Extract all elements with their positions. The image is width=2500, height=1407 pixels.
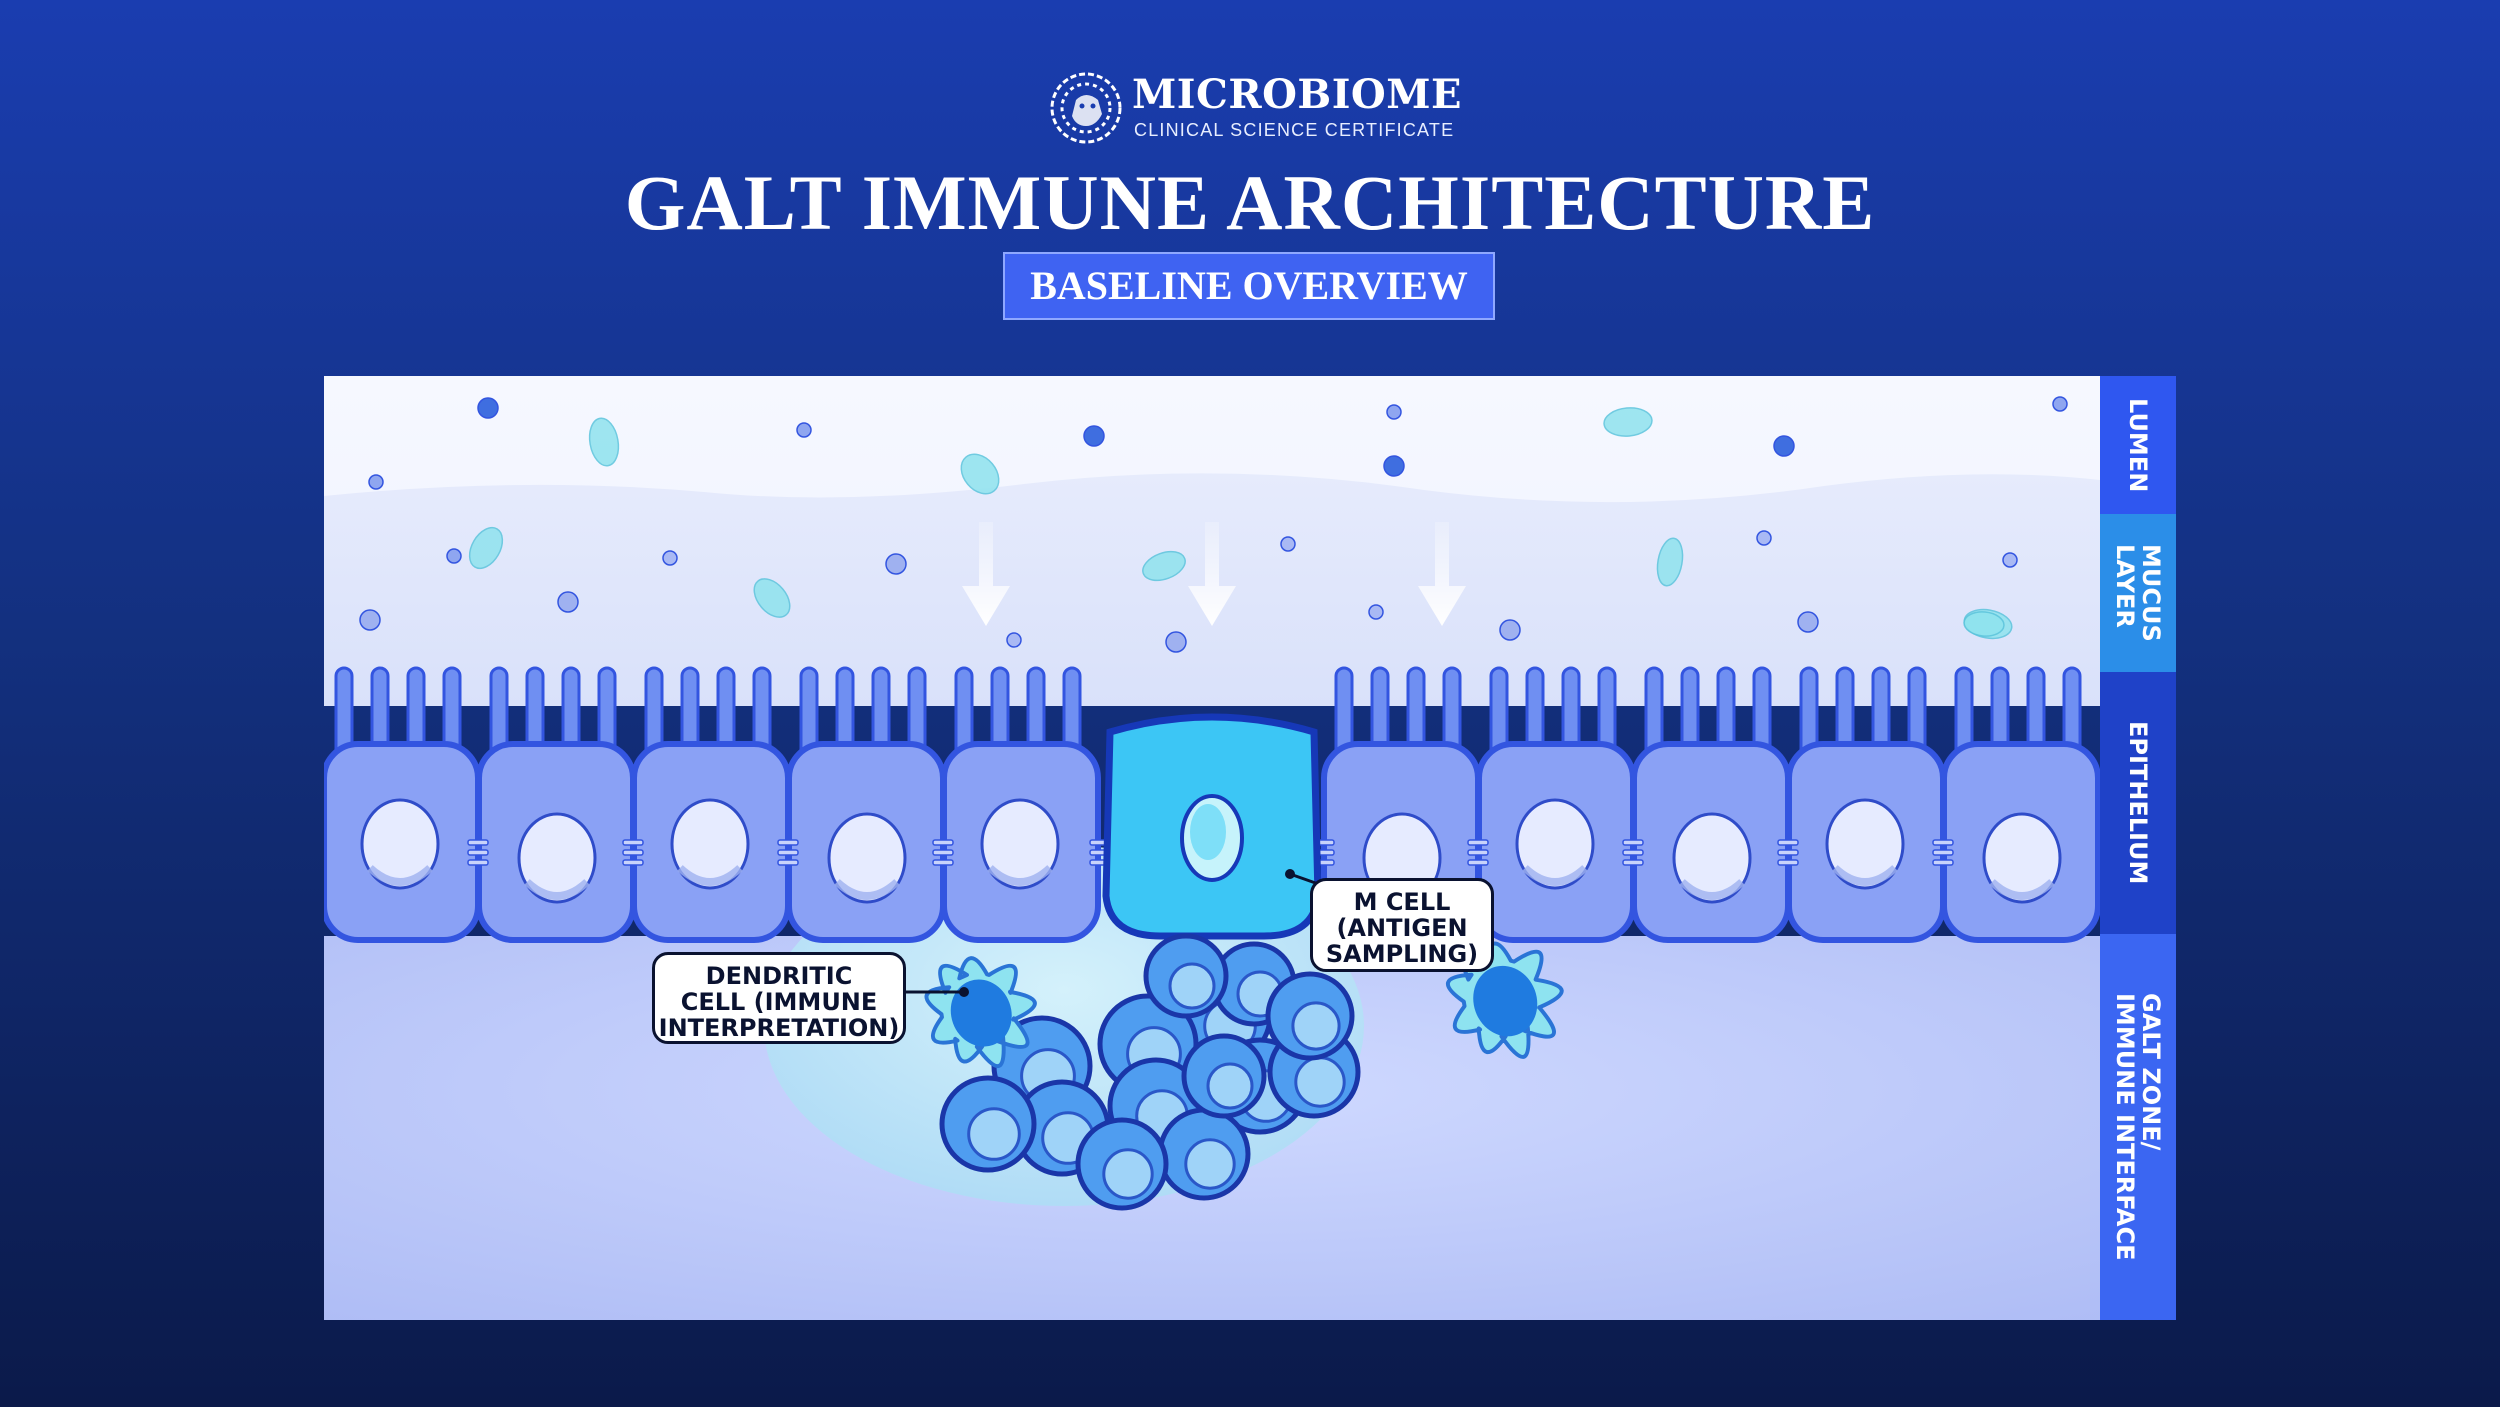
tight-junction bbox=[1778, 850, 1798, 855]
tight-junction bbox=[933, 860, 953, 865]
layer-label-epithelium-text: EPITHELIUM bbox=[2125, 721, 2151, 884]
epithelial-cell bbox=[1634, 668, 1788, 940]
epithelial-cell bbox=[944, 668, 1098, 940]
layer-label-mucus: MUCUS LAYER bbox=[2100, 514, 2176, 672]
lymphocyte-nucleus bbox=[1296, 1058, 1344, 1106]
lymphocyte-nucleus bbox=[969, 1109, 1020, 1160]
dendritic-cell-callout: DENDRITIC CELL (IMMUNE INTERPRETATION) bbox=[652, 952, 906, 1044]
lumen-particle bbox=[1384, 456, 1404, 476]
epithelial-cell bbox=[789, 668, 943, 940]
lumen-particle bbox=[447, 549, 461, 563]
epithelial-cell bbox=[324, 668, 478, 940]
lion-head-icon bbox=[1046, 66, 1126, 150]
brand-header: MICROBIOME CLINICAL SCIENCE CERTIFICATE bbox=[1046, 66, 1466, 156]
tight-junction bbox=[778, 860, 798, 865]
layer-label-epithelium: EPITHELIUM bbox=[2100, 672, 2176, 934]
lumen-particle bbox=[1798, 612, 1818, 632]
lumen-particle bbox=[1387, 405, 1401, 419]
lymphocyte bbox=[1268, 974, 1352, 1058]
lumen-particle bbox=[2003, 553, 2017, 567]
m-cell bbox=[1106, 717, 1318, 936]
page-title: GALT IMMUNE ARCHITECTURE bbox=[0, 160, 2500, 246]
lymphocyte-nucleus bbox=[1186, 1140, 1234, 1188]
layer-label-lumen: LUMEN bbox=[2100, 376, 2176, 514]
tight-junction bbox=[1933, 860, 1953, 865]
epithelial-cell bbox=[634, 668, 788, 940]
dendritic-leader-dot bbox=[959, 987, 969, 997]
tight-junction bbox=[1623, 850, 1643, 855]
tight-junction bbox=[933, 850, 953, 855]
lumen-particle bbox=[886, 554, 906, 574]
epithelial-cell bbox=[1789, 668, 1943, 940]
tight-junction bbox=[623, 860, 643, 865]
lumen-particle bbox=[1369, 605, 1383, 619]
tight-junction bbox=[1623, 860, 1643, 865]
diagram-canvas bbox=[324, 376, 2100, 1320]
tight-junction bbox=[1778, 840, 1798, 845]
lymphocyte bbox=[1078, 1120, 1166, 1208]
tight-junction bbox=[468, 840, 488, 845]
tight-junction bbox=[933, 840, 953, 845]
brand-subtitle: CLINICAL SCIENCE CERTIFICATE bbox=[1134, 120, 1454, 141]
tight-junction bbox=[778, 840, 798, 845]
tight-junction bbox=[468, 850, 488, 855]
lumen-particle bbox=[663, 551, 677, 565]
lumen-particle bbox=[1500, 620, 1520, 640]
lymphocyte-nucleus bbox=[1104, 1150, 1152, 1198]
lumen-particle bbox=[1757, 531, 1771, 545]
lumen-particle bbox=[1281, 537, 1295, 551]
layer-label-galt: GALT ZONE/ IMMUNE INTERFACE bbox=[2100, 934, 2176, 1320]
layer-label-mucus-text: MUCUS LAYER bbox=[2112, 544, 2164, 642]
tight-junction bbox=[1468, 840, 1488, 845]
lumen-particle bbox=[369, 475, 383, 489]
epithelial-cell bbox=[1479, 668, 1633, 940]
epithelium-layer bbox=[324, 668, 2098, 940]
tight-junction bbox=[623, 840, 643, 845]
subtitle-badge: BASELINE OVERVIEW bbox=[1003, 252, 1495, 320]
epithelial-cell bbox=[1944, 668, 2098, 940]
lumen-particle bbox=[2053, 397, 2067, 411]
tight-junction bbox=[1933, 840, 1953, 845]
tight-junction bbox=[778, 850, 798, 855]
galt-diagram: DENDRITIC CELL (IMMUNE INTERPRETATION) M… bbox=[324, 376, 2176, 1320]
tight-junction bbox=[1468, 860, 1488, 865]
lymphocyte bbox=[1184, 1036, 1264, 1116]
lumen-particle bbox=[1007, 633, 1021, 647]
tight-junction bbox=[1778, 860, 1798, 865]
layer-label-lumen-text: LUMEN bbox=[2125, 398, 2151, 492]
lumen-particle bbox=[558, 592, 578, 612]
lymphocyte-nucleus bbox=[1293, 1003, 1339, 1049]
tight-junction bbox=[1468, 850, 1488, 855]
lumen-particle bbox=[478, 398, 498, 418]
lymphocyte-nucleus bbox=[1208, 1064, 1252, 1108]
lymphocyte bbox=[942, 1078, 1034, 1170]
tight-junction bbox=[623, 850, 643, 855]
epithelial-cell bbox=[479, 668, 633, 940]
lymphocyte bbox=[1146, 936, 1226, 1016]
lumen-particle bbox=[1084, 426, 1104, 446]
m-cell-callout: M CELL (ANTIGEN SAMPLING) bbox=[1310, 878, 1494, 972]
m-cell-nucleolus bbox=[1190, 804, 1226, 860]
tight-junction bbox=[1933, 850, 1953, 855]
lumen-particle bbox=[1774, 436, 1794, 456]
layer-label-galt-text: GALT ZONE/ IMMUNE INTERFACE bbox=[2112, 993, 2164, 1261]
lumen-particle bbox=[360, 610, 380, 630]
lumen-particle bbox=[797, 423, 811, 437]
tight-junction bbox=[468, 860, 488, 865]
brand-name: MICROBIOME bbox=[1132, 72, 1462, 118]
tight-junction bbox=[1623, 840, 1643, 845]
lymphocyte-nucleus bbox=[1170, 964, 1214, 1008]
lumen-particle bbox=[1166, 632, 1186, 652]
m-cell-leader-dot bbox=[1285, 869, 1295, 879]
lymphocyte bbox=[1160, 1110, 1248, 1198]
